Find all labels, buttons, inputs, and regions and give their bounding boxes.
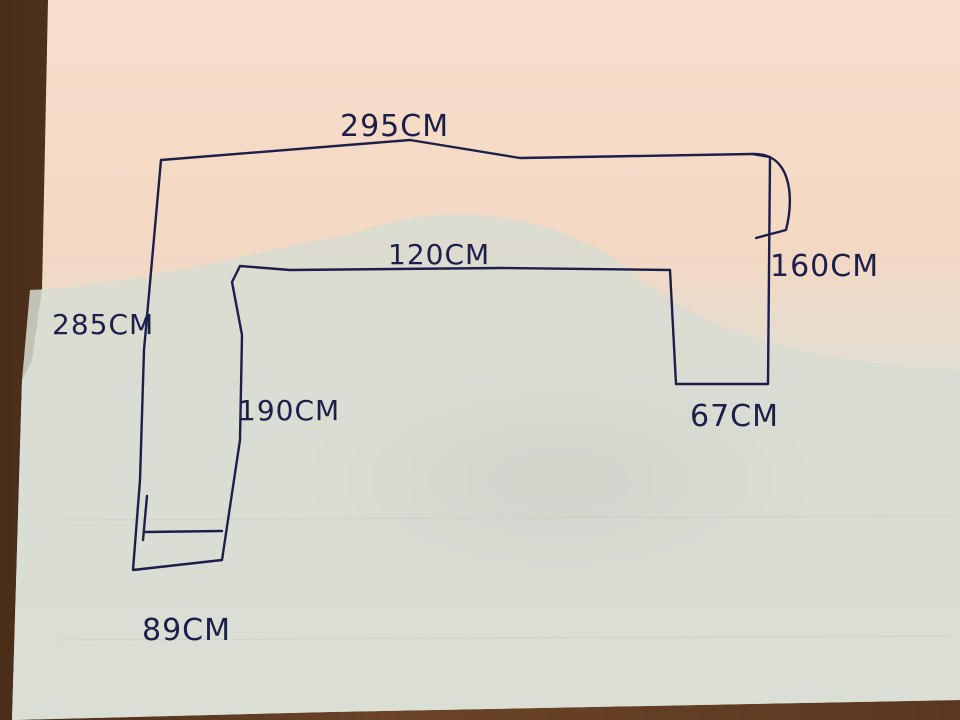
bottom-end-detail	[141, 494, 224, 542]
label-right: 160CM	[770, 249, 879, 284]
label-inner-top: 120CM	[388, 238, 490, 271]
paper-crease-shadow	[300, 360, 820, 600]
label-bottom: 89CM	[142, 613, 231, 648]
label-top: 295CM	[340, 109, 449, 144]
label-left: 285CM	[52, 308, 154, 341]
label-inner-left: 190CM	[238, 394, 340, 427]
label-inner-right-bottom: 67CM	[690, 399, 779, 434]
right-end-detail	[750, 152, 792, 240]
ruled-lines	[59, 515, 951, 641]
